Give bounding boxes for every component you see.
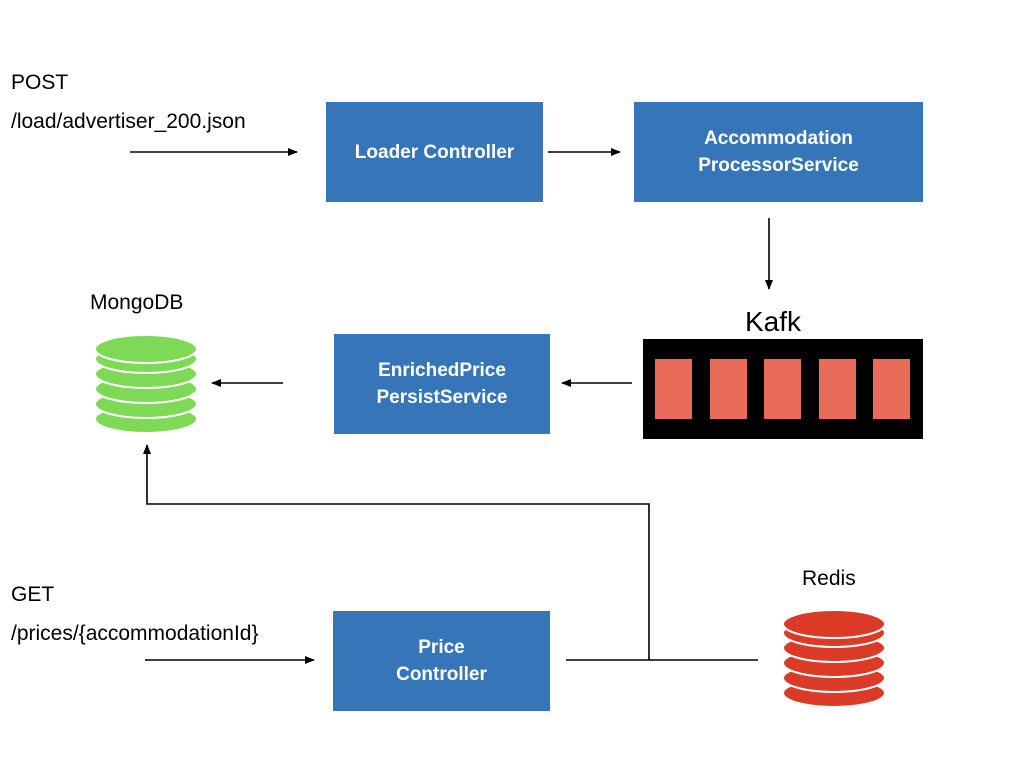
price-controller-to-mongodb-connector (143, 444, 650, 660)
post-path-label: /load/advertiser_200.json (11, 110, 246, 133)
enriched-price-persist-box: EnrichedPrice PersistService (334, 334, 550, 434)
redis-icon (782, 609, 886, 708)
kafka-topic (643, 339, 923, 439)
accommodation-processor-label-line2: ProcessorService (698, 155, 859, 176)
enriched-price-persist-label-line1: EnrichedPrice (378, 360, 506, 381)
price-controller-box: Price Controller (333, 611, 550, 711)
kafka-partition (710, 359, 747, 419)
loader-controller-label: Loader Controller (354, 141, 515, 163)
get-method-label: GET (11, 583, 55, 606)
post-method-label: POST (11, 71, 69, 94)
accommodation-processor-box: Accommodation ProcessorService (634, 102, 923, 202)
price-controller-label-line2: Controller (396, 664, 487, 685)
loader-controller-box: Loader Controller (326, 102, 543, 202)
mongodb-label: MongoDB (90, 291, 184, 314)
mongodb-icon (94, 334, 198, 434)
kafka-title: Kafk (745, 306, 802, 337)
redis-label: Redis (802, 567, 856, 590)
enriched-price-persist-label-line2: PersistService (376, 387, 508, 408)
kafka-partition (873, 359, 910, 419)
kafka-partition (819, 359, 856, 419)
get-path-label: /prices/{accommodationId} (11, 622, 259, 645)
kafka-partition (764, 359, 801, 419)
accommodation-processor-label-line1: Accommodation (704, 128, 853, 149)
price-controller-label-line1: Price (418, 637, 465, 658)
kafka-partition (655, 359, 692, 419)
